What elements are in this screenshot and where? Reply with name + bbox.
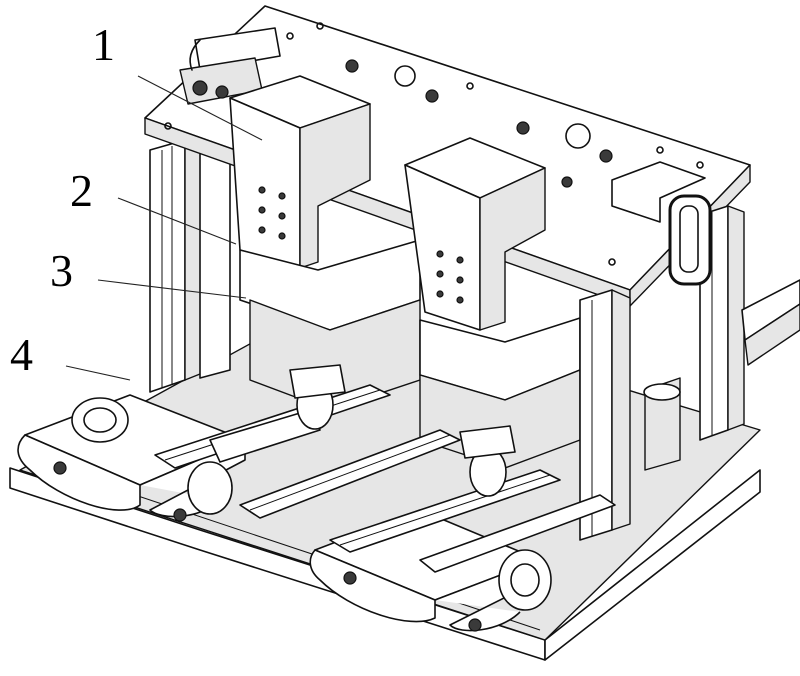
callout-label-1: 1 [92, 19, 115, 70]
callout-label-3: 3 [50, 245, 73, 296]
callout-label-2: 2 [70, 165, 93, 216]
callout-labels: 1 2 3 4 [10, 19, 115, 380]
leader-line-4 [66, 366, 130, 380]
left-column-assembly [150, 140, 230, 392]
right-side-rail [742, 280, 800, 365]
callout-label-4: 4 [10, 329, 33, 380]
